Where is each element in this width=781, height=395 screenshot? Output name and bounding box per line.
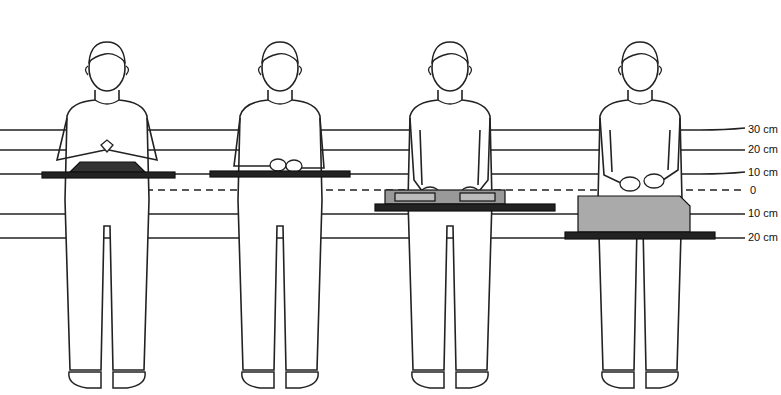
level-label: 10 cm [748, 166, 778, 178]
level-label: 20 cm [748, 143, 778, 155]
level-label: 20 cm [748, 231, 778, 243]
worker-figure [234, 42, 324, 388]
level-label: 10 cm [748, 207, 778, 219]
worker-figure [408, 42, 492, 388]
level-label: 30 cm [748, 123, 778, 135]
workbenches [42, 162, 715, 239]
level-label: 0 [750, 184, 756, 196]
worker-figure [57, 42, 157, 388]
